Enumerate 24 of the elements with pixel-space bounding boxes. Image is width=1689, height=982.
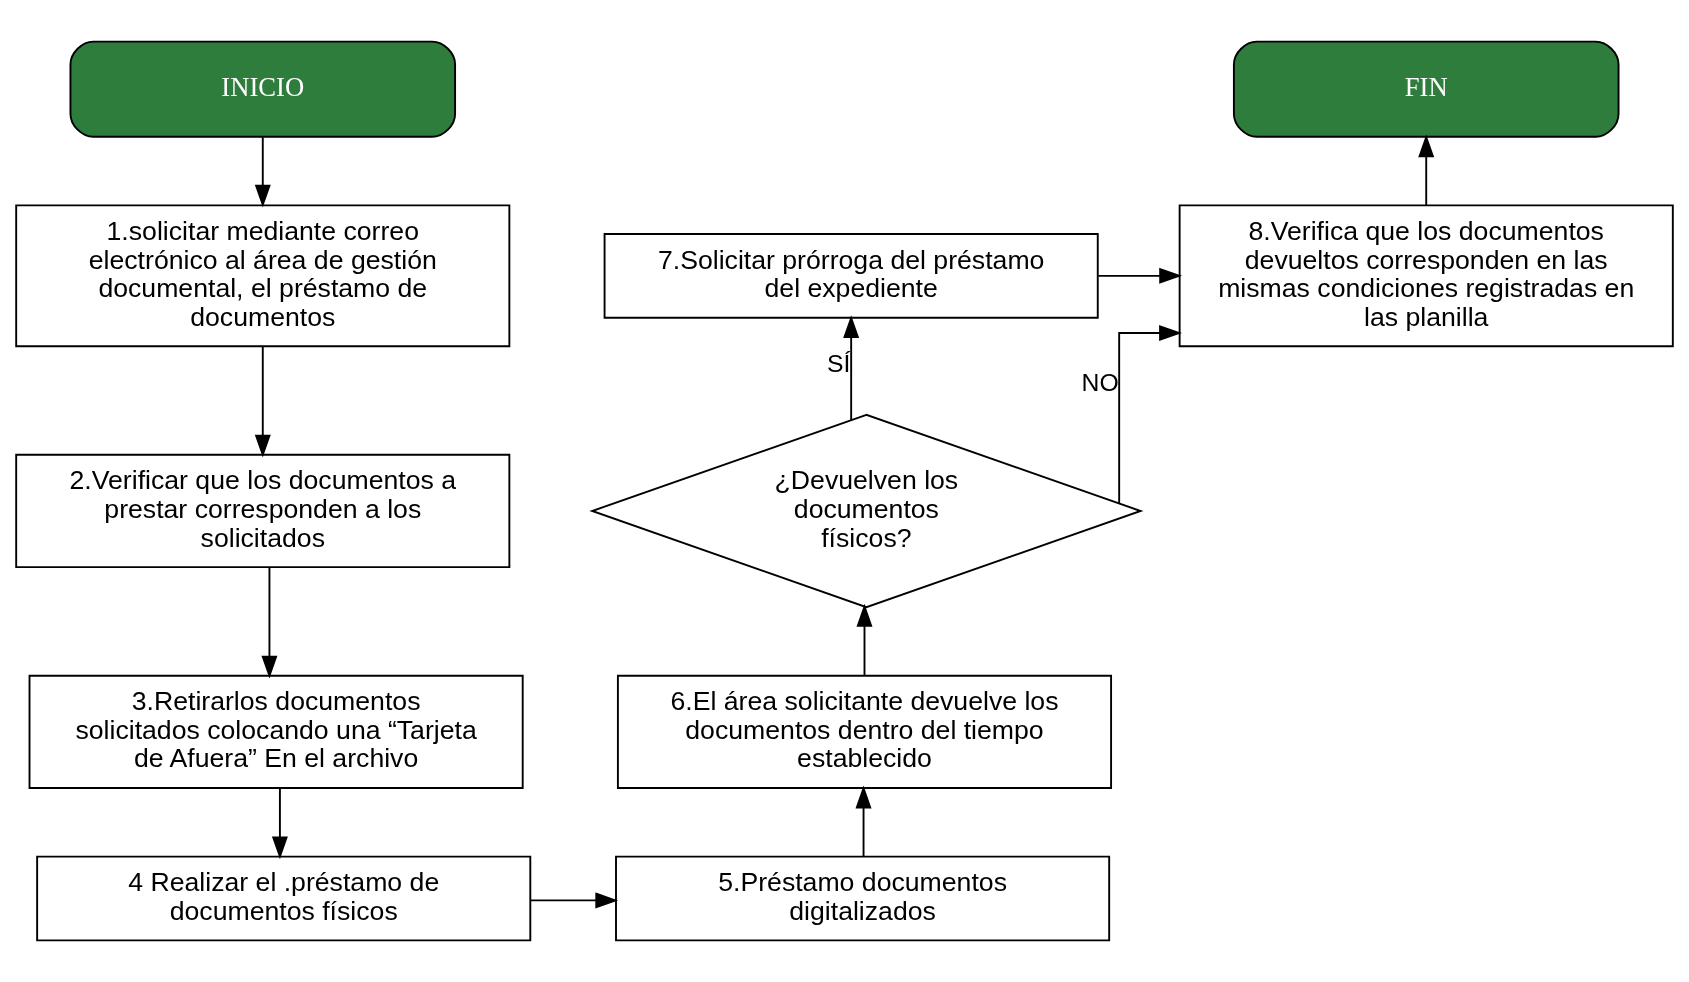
node-box: 4 Realizar el .préstamo de documentos físicos [36,855,532,942]
node-box: 5.Préstamo documentos digitalizados [615,855,1111,942]
node-box: 8.Verifica que los documentos devueltos corresponden en las mismas condiciones registradas en las planilla [1178,204,1674,348]
arrow [856,603,873,677]
node-box: INICIO [69,40,457,138]
arrow [855,785,872,858]
arrow [254,136,271,208]
node-diamond: ¿Devuelven los documentos físicos? [589,413,1144,609]
arrow [1418,134,1435,207]
arrow [1097,267,1183,284]
node-box: FIN [1232,40,1620,138]
arrow [271,787,288,860]
arrow [529,892,619,909]
node-box: 3.Retirarlos documentos solicitados colocando una “Tarjeta de Afuera” En el archivo [28,674,524,789]
node-box: 1.solicitar mediante correo electrónico al área de gestión documental, el préstamo de documentos [15,204,511,348]
node-box: 6.El área solicitante devuelve los documentos dentro del tiempo establecido [616,674,1113,789]
edge-label: NO [1081,368,1119,396]
arrow [254,345,271,458]
arrow [261,566,278,679]
arrow [843,315,860,421]
edge-label: SÍ [827,349,851,377]
node-box: 7.Solicitar prórroga del préstamo del expediente [603,233,1099,319]
arrow [1118,324,1182,505]
node-box: 2.Verificar que los documentos a prestar corresponden a los solicitados [15,453,511,569]
